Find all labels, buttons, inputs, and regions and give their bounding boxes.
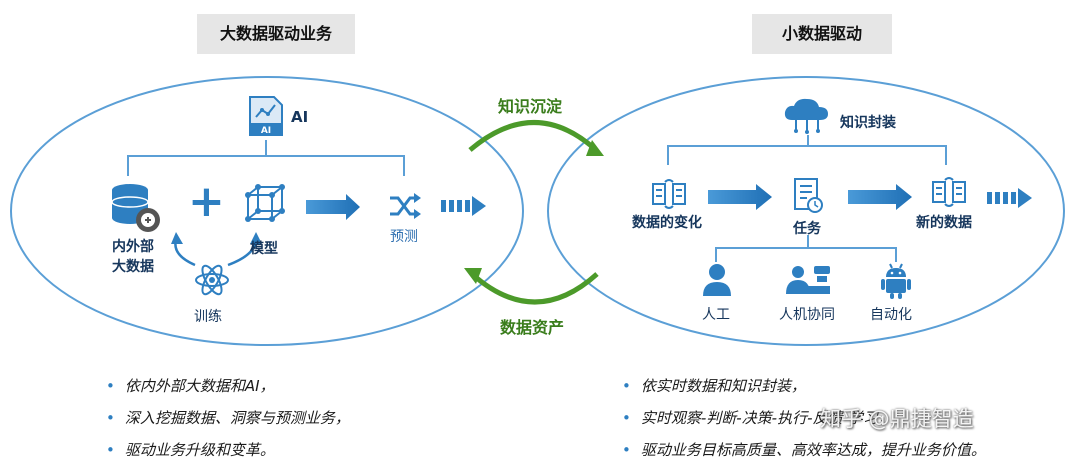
dashed-arrow-right [987,188,1032,208]
data-change-icon [652,179,686,209]
green-arrowhead-bottom [464,268,482,284]
ai-label: AI [291,108,309,126]
left-bullet-1-text: 依内外部大数据和AI， [124,377,275,395]
task-label: 任务 [793,221,821,237]
right-bullet-1: •依实时数据和知识封装， [622,377,806,395]
new-data-icon [932,177,966,207]
database-icon [111,184,160,232]
shuffle-predict-icon [390,193,421,219]
right-bullet-3-text: 驱动业务目标高质量、高效率达成，提升业务价值。 [640,441,986,459]
left-title: 大数据驱动业务 [197,14,355,54]
human-label: 人工 [702,307,730,323]
data-label-line1: 内外部 [112,239,154,255]
dashed-arrow-left [441,196,486,216]
right-bullet-1-text: 依实时数据和知识封装， [640,377,806,395]
left-bullet-3-text: 驱动业务升级和变革。 [124,441,275,459]
knowledge-label: 知识封装 [840,115,896,131]
cloud-knowledge-icon [784,98,828,134]
left-bullet-1: •依内外部大数据和AI， [106,377,275,395]
predict-label: 预测 [390,229,418,245]
collab-label: 人机协同 [779,307,835,323]
model-cube-icon [245,184,285,222]
left-bullet-2-text: 深入挖掘数据、洞察与预测业务， [124,409,350,427]
right-bullet-3: •驱动业务目标高质量、高效率达成，提升业务价值。 [622,441,986,459]
train-label: 训练 [194,309,222,325]
train-arrowhead-left [171,232,183,244]
ai-document-icon: AI [249,96,283,136]
right-bullet-2-text: 实时观察-判断-决策-执行-反馈-学习， [640,409,893,427]
android-auto-icon [881,263,911,299]
arrow-task-to-newdata [848,184,912,210]
data-label-line2: 大数据 [112,259,154,275]
knowledge-bracket [667,135,947,165]
arrow-model-to-predict [306,194,360,220]
train-arrowhead-right [250,232,262,244]
right-ellipse [547,76,1065,346]
left-bullet-2: •深入挖掘数据、洞察与预测业务， [106,409,350,427]
right-bullet-list: •依实时数据和知识封装， •实时观察-判断-决策-执行-反馈-学习， •驱动业务… [622,370,986,466]
arrow-change-to-task [708,184,772,210]
right-title: 小数据驱动 [752,14,892,54]
new-data-label: 新的数据 [916,215,972,231]
data-asset-label: 数据资产 [500,318,565,337]
green-arrowhead-top [586,140,604,156]
green-cycle-arcs [468,120,599,305]
task-doc-icon [794,178,823,213]
ai-bracket [127,140,405,176]
left-bullet-list: •依内外部大数据和AI， •深入挖掘数据、洞察与预测业务， •驱动业务升级和变革… [106,370,350,466]
ai-icon-text: AI [261,126,271,136]
knowledge-deposit-label: 知识沉淀 [498,97,563,116]
human-machine-icon [786,266,830,294]
right-bullet-2: •实时观察-判断-决策-执行-反馈-学习， [622,409,893,427]
left-bullet-3: •驱动业务升级和变革。 [106,441,275,459]
plus-icon: + [188,176,225,227]
auto-label: 自动化 [870,307,912,323]
atom-train-icon [195,264,229,296]
watermark: 知乎 @鼎捷智造 [820,407,974,431]
task-bracket [715,235,897,262]
data-change-label: 数据的变化 [632,215,702,231]
model-label: 模型 [250,241,278,257]
left-ellipse [10,76,524,346]
human-icon [703,264,731,296]
